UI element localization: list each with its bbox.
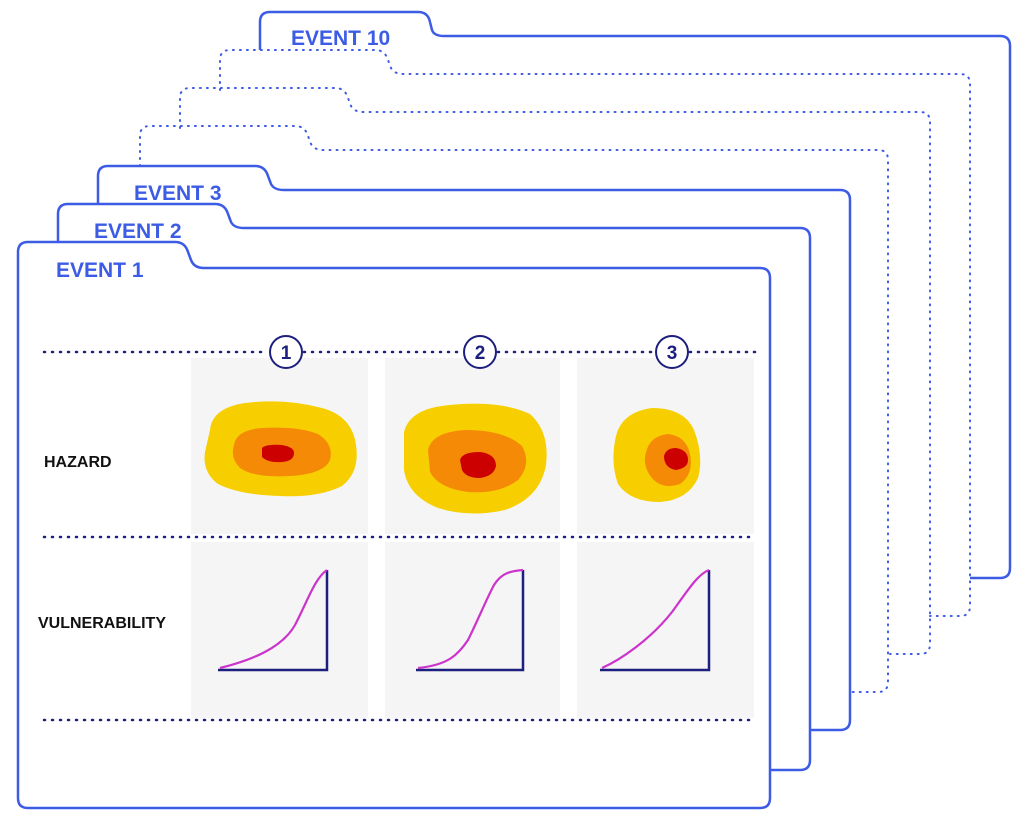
event-card-10-label: EVENT 10 [291,27,390,50]
event-card-10: EVENT 10 [258,10,1012,580]
hazard-footprint-3 [613,408,701,502]
event-card-dotted-b [179,87,931,655]
event-card-3: EVENT 3 [96,164,852,732]
event-card-dotted-a [219,49,971,617]
column-marker-1: 1 [269,335,303,369]
vulnerability-chart-1 [218,569,329,672]
event-card-3-label: EVENT 3 [134,182,222,205]
column-marker-2-circle [463,335,497,369]
event-card-1-label: EVENT 1 [56,259,144,282]
column-marker-1-circle [269,335,303,369]
hazard-footprint-2-core [460,452,496,478]
hazard-footprint-1 [204,401,357,497]
row-label-vulnerability: VULNERABILITY [38,615,166,632]
vulnerability-chart-3-axes [600,570,711,672]
column-marker-1-number: 1 [281,343,292,364]
event-card-dotted-b-frame [179,87,931,655]
row-label-hazard: HAZARD [44,454,112,471]
panel-vulnerability-3 [577,542,754,718]
vulnerability-chart-3-curve [601,568,710,670]
event-card-1: EVENT 1 1 2 3 HAZARD VULNERABILITY [16,240,772,810]
event-card-3-frame [96,164,852,732]
column-marker-2: 2 [463,335,497,369]
panel-vulnerability-1 [191,542,368,718]
event-card-10-frame [258,10,1012,580]
vulnerability-chart-1-curve [219,569,328,670]
event-card-dotted-a-frame [219,49,971,617]
vulnerability-chart-2-axes [416,570,525,672]
column-marker-3-circle [655,335,689,369]
event-card-dotted-c [139,125,889,693]
vulnerability-chart-1-axes [218,570,329,672]
hazard-footprint-2 [404,403,547,514]
column-marker-2-number: 2 [475,343,486,364]
event-card-2-label: EVENT 2 [94,220,182,243]
column-marker-3-number: 3 [667,343,678,364]
hazard-footprint-3-core [664,448,688,470]
event-card-2: EVENT 2 [56,202,812,772]
vulnerability-chart-2 [416,568,525,672]
vulnerability-chart-3 [600,568,711,672]
vulnerability-chart-2-curve [417,568,524,670]
event-card-2-frame [56,202,812,772]
event-card-dotted-c-frame [139,125,889,693]
column-marker-3: 3 [655,335,689,369]
hazard-footprint-1-core [262,444,294,463]
